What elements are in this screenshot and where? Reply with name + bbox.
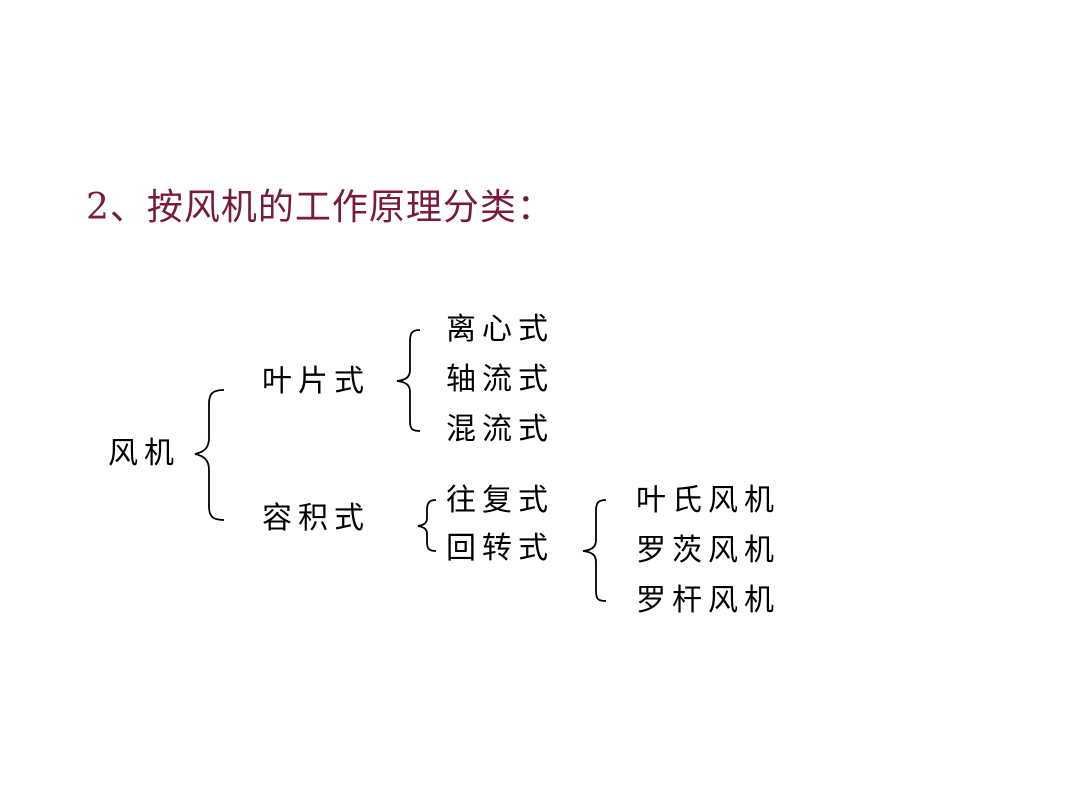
node-screw-blower: 罗杆风机 bbox=[636, 583, 780, 618]
node-bladed: 叶片式 bbox=[262, 364, 370, 399]
displacement-brace bbox=[417, 499, 437, 552]
node-root: 风机 bbox=[108, 436, 180, 471]
node-displacement: 容积式 bbox=[262, 501, 370, 536]
node-centrifugal: 离心式 bbox=[446, 312, 554, 347]
node-roots-blower: 罗茨风机 bbox=[636, 533, 780, 568]
root-brace bbox=[194, 389, 225, 521]
rotary-brace bbox=[582, 499, 607, 602]
node-reciprocating: 往复式 bbox=[446, 483, 554, 518]
node-vane-blower: 叶氏风机 bbox=[636, 483, 780, 518]
node-rotary: 回转式 bbox=[446, 531, 554, 566]
node-mixed-flow: 混流式 bbox=[446, 412, 554, 447]
bladed-brace bbox=[396, 329, 421, 432]
node-axial: 轴流式 bbox=[446, 362, 554, 397]
slide-title: 2、按风机的工作原理分类： bbox=[86, 187, 554, 228]
